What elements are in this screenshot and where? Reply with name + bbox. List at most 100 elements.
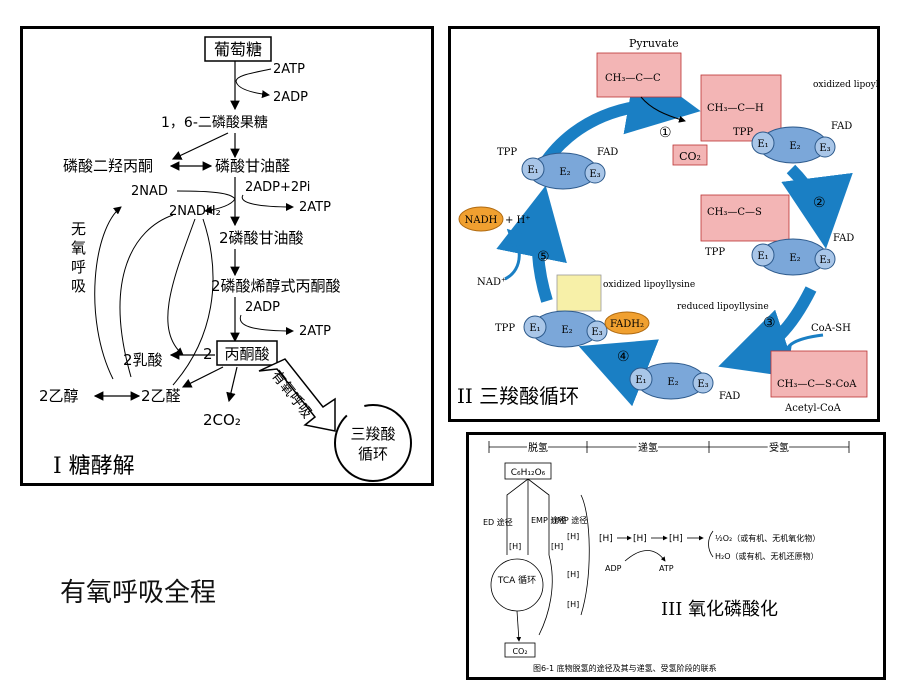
coa-sh-label: CoA-SH [811,323,851,334]
acetyl-lipoyl-formula: CH₃—C—S [707,207,762,218]
anaerobic-char-4: 吸 [71,277,86,295]
pyruvate-num-label: 2 [203,345,213,363]
oxidized-lipo-top-label: oxidized lipoyllysine [813,80,877,90]
e3-label-b: E₃ [697,379,708,390]
acetyl-coa-box [770,350,868,398]
g3p-label: 磷酸甘油醛 [215,157,290,175]
panel1-title: I 糖酵解 [53,454,135,479]
tca-side-line [538,554,553,636]
fad-label-r: FAD [833,233,854,244]
co2-label: CO₂ [679,150,701,163]
acetyl-coa-label: Acetyl-CoA [784,403,842,414]
fbp-label: 1，6-二磷酸果糖 [161,115,268,131]
ed-line [506,478,529,555]
e3-label-l: E₃ [589,169,600,180]
emp-label: EMP 途径 [531,515,566,525]
nad-plus-label: NAD⁺ [477,277,506,288]
tca-diagram: ① ② ③ ④ ⑤ Pyruvate CH₃—C—C CH₃—C—H TPP C… [457,37,905,414]
fbp-to-dhap-arrow [171,132,229,160]
fad-label-l: FAD [597,147,618,158]
page-title: 有氧呼吸全程 [60,578,217,608]
h-label-ed: [H] [509,542,521,551]
acetyl-lipoyl-box [700,194,790,242]
cycle-arrows [496,63,853,407]
hydroxyethyl-formula: CH₃—C—H [707,103,764,114]
e3-label-bl: E₃ [591,327,602,338]
h-chain-1: [H] [599,534,613,544]
h-out-3: [H] [567,600,579,609]
e3-label-tr: E₃ [819,143,830,154]
e1-label-r: E₁ [757,251,768,262]
aerobic-arrow: 有氧呼吸 [258,358,336,432]
step-4: ④ [617,349,630,365]
adp-pi-label: 2ADP+2Pi [245,180,310,195]
ed-label: ED 途径 [483,517,513,527]
fad-label-tr: FAD [831,121,852,132]
adp-out-label: 2ADP [273,90,308,105]
nadh-to-acetaldehyde-loop [172,218,214,386]
pyruvate-box [216,340,278,366]
acceptor-brace [708,530,714,558]
ethanol-nad-loop [94,206,122,380]
tca-label: TCA 循环 [497,574,536,586]
e2-label-b: E₂ [667,377,678,388]
header-3: 受氢 [769,441,789,454]
step-5: ⑤ [537,249,550,265]
co2-box [504,642,536,658]
oxidized-lipo-mid-label: oxidized lipoyllysine [603,280,695,290]
h-plus-label: + H⁺ [505,215,531,226]
e2-label-tr: E₂ [789,141,800,152]
nadh-out-arrow [204,198,236,214]
h-out-1: [H] [567,532,579,541]
dhap-label: 磷酸二羟丙酮 [63,157,153,175]
tca-cycle-circle [334,404,412,482]
nad-in-arrow [176,190,236,200]
h-out-2: [H] [567,570,579,579]
step-1: ① [659,125,672,141]
enzyme-complex-right: TPP E₁ E₂ E₃ FAD [705,233,854,276]
reduced-lipo-label: reduced lipoyllysine [677,302,769,312]
anaerobic-char-3: 呼 [71,258,86,276]
oxphos-diagram: 脱氢 递氢 受氢 C₆H₁₂O₆ ED 途径 EMP 途径 HMP 途径 [H]… [483,439,850,673]
nadh-bubble [458,206,504,232]
e1-label-tr: E₁ [757,139,768,150]
step-3: ③ [763,315,776,331]
oxphos-panel: 脱氢 递氢 受氢 C₆H₁₂O₆ ED 途径 EMP 途径 HMP 途径 [H]… [466,432,886,680]
lactate-nad-loop [119,214,174,378]
atp-2-label: 2ATP [299,324,331,339]
atp-1-arrow [241,194,294,211]
fad-label-b: FAD [719,391,740,402]
tpp-label-r: TPP [705,247,725,258]
enzyme-complex-top-right: E₁ E₂ E₃ FAD [751,121,852,164]
tca-panel: ① ② ③ ④ ⑤ Pyruvate CH₃—C—C CH₃—C—H TPP C… [448,26,905,422]
lactate-label: 2乳酸 [123,351,163,369]
anaerobic-char-2: 氧 [71,239,86,257]
pep-label: 2磷酸烯醇式丙酮酸 [211,277,341,295]
e2-label-r: E₂ [789,253,800,264]
bpg-label: 2磷酸甘油酸 [219,229,304,247]
enzyme-complex-bottom: E₁ E₂ E₃ FAD [629,362,740,402]
glucose-label: 葡萄糖 [214,40,262,59]
header-2: 递氢 [638,441,658,454]
nadh-to-lactate-loop [167,218,196,356]
e1-label-l: E₁ [527,165,538,176]
enzyme-complex-left: TPP E₁ E₂ E₃ FAD [497,147,618,190]
nadh2-label: 2NADH₂ [169,204,221,219]
glucose-label: C₆H₁₂O₆ [511,468,546,478]
e2-label-l: E₂ [559,167,570,178]
co2-box [672,144,708,166]
tca-line2-label: 循环 [358,445,388,463]
acetyl-coa-formula: CH₃—C—S-CoA [777,379,857,390]
hydroxyethyl-tpp-box [700,74,782,142]
anaerobic-vertical-label: 无 氧 呼 吸 [71,220,86,295]
adp-2-label: 2ADP [245,300,280,315]
pyruvate-label: 丙酮酸 [224,345,269,363]
pyruvate-formula: CH₃—C—C [605,73,661,84]
pyruvate-entry-arrow [640,96,686,123]
glycolysis-panel: 葡萄糖 2ATP 2ADP 1，6-二磷酸果糖 磷酸二羟丙酮 磷酸甘油醛 2NA… [20,26,434,486]
atp-2-arrow [239,314,294,335]
atp-in-label: 2ATP [273,62,305,77]
nad-reduction-arrow [504,228,526,281]
glycolysis-diagram: 葡萄糖 2ATP 2ADP 1，6-二磷酸果糖 磷酸二羟丙酮 磷酸甘油醛 2NA… [39,36,412,482]
glucose-box [204,36,272,62]
